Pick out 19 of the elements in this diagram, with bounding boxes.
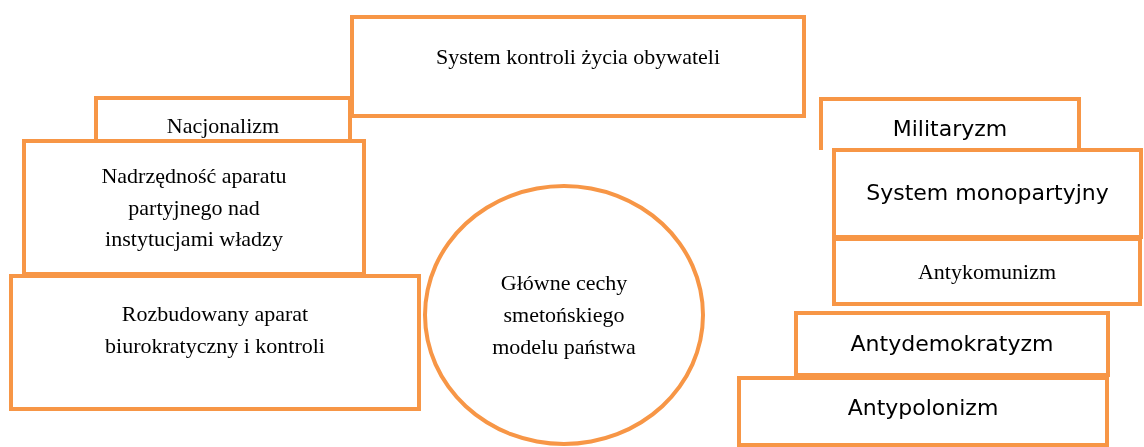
feature-box — [819, 97, 1081, 150]
feature-box — [737, 376, 1109, 447]
feature-label: Antykomunizm — [917, 257, 1057, 286]
feature-box — [94, 96, 352, 141]
feature-label: Nacjonalizm — [166, 112, 280, 140]
feature-box — [22, 139, 366, 276]
feature-box — [9, 274, 421, 411]
feature-box — [794, 311, 1110, 377]
feature-box — [832, 148, 1143, 239]
feature-label: Rozbudowany aparat biurokratyczny i kontroli — [104, 300, 326, 360]
feature-label: Nadrzędność aparatu partyjnego nad instytucjami władzy — [100, 161, 288, 254]
feature-label: Antydemokratyzm — [850, 329, 1054, 358]
feature-box — [350, 15, 806, 118]
feature-label: Antypolonizm — [847, 394, 999, 422]
topic-title: Główne cechy smetońskiego modelu państwa — [491, 269, 637, 361]
feature-label: Militaryzm — [892, 115, 1008, 143]
feature-label: System kontroli życia obywateli — [435, 43, 721, 71]
feature-box — [832, 237, 1142, 306]
feature-label: System monopartyjny — [866, 179, 1109, 208]
